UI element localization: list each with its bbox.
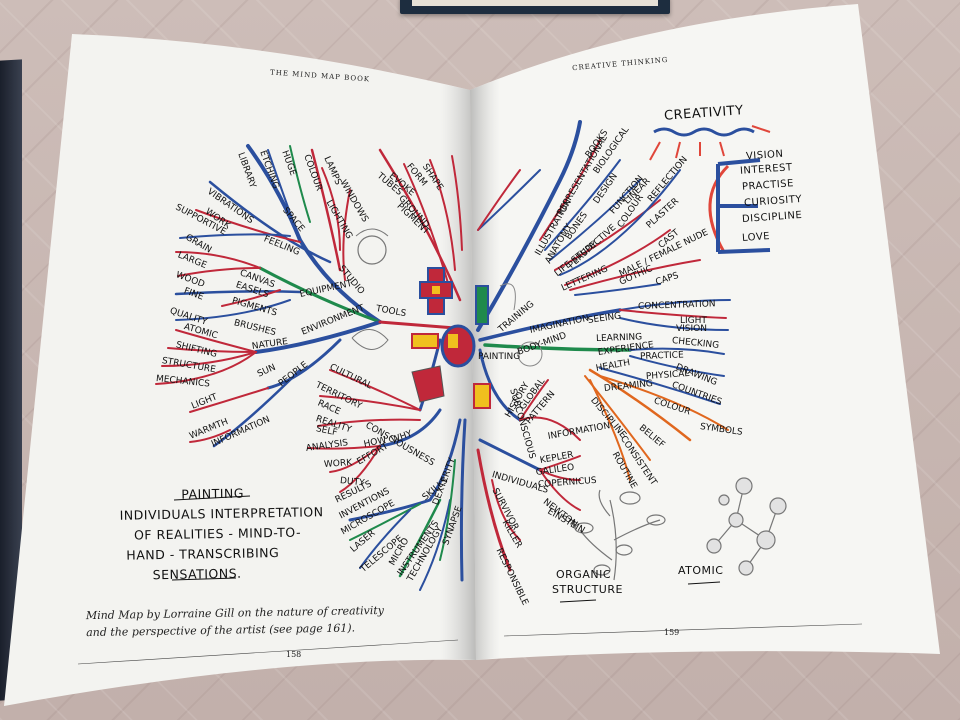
structure-label: STRUCTURE [552,583,623,596]
atomic-label: ATOMIC [678,564,724,577]
map-label: PRACTICE [639,350,684,362]
organic-structure-sketch [574,489,666,581]
book-on-top [400,0,670,14]
map-label: WORK [323,458,353,470]
central-image [351,228,543,409]
atomic-sketch [706,477,787,576]
painting-note-line-2: OF REALITIES - MIND-TO- [133,524,302,543]
organic-label: ORGANIC [556,568,612,581]
map-label: LIGHT [680,316,707,326]
right-page-number: 159 [664,628,680,637]
painting-note: PAINTING INDIVIDUALS INTERPRETATION OF R… [119,482,325,586]
right-mind-map-branches [476,120,731,572]
painting-note-line-4: SENSATIONS. [152,565,242,583]
map-label: VISION [676,324,707,334]
acrostic-word: LOVE [741,231,771,244]
acrostic-e-shape [716,158,771,254]
map-label: PAINTING [478,352,521,362]
handwritten-underlines [171,495,721,603]
figure-caption: Mind Map by Lorraine Gill on the nature … [86,601,447,641]
left-page-number: 158 [286,650,302,659]
